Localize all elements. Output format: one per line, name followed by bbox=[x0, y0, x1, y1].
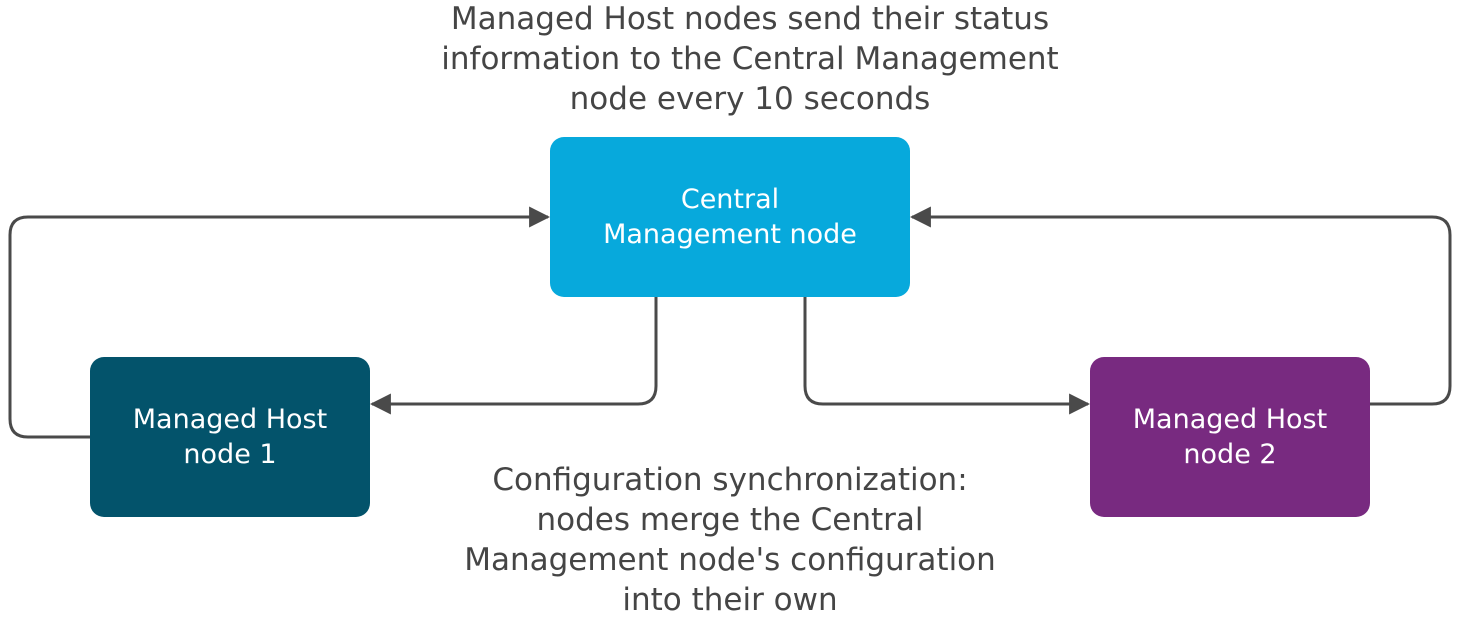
status-caption-line: Managed Host nodes send their status bbox=[450, 1, 1050, 37]
sync-caption: Configuration synchronization: nodes mer… bbox=[400, 460, 1060, 620]
host2-label-line: Managed Host bbox=[1132, 404, 1328, 435]
arrow-central-to-host2 bbox=[803, 297, 1091, 415]
managed-host-node-1: Managed Host node 1 bbox=[90, 357, 370, 517]
host1-label-line: Managed Host bbox=[132, 404, 328, 435]
sync-caption-line: Configuration synchronization: bbox=[492, 462, 968, 498]
host2-label-line: node 2 bbox=[1183, 439, 1277, 470]
central-node-label-line: Central bbox=[680, 184, 780, 215]
status-caption-line: information to the Central Management bbox=[441, 41, 1059, 77]
managed-host-node-2: Managed Host node 2 bbox=[1090, 357, 1370, 517]
status-caption: Managed Host nodes send their status inf… bbox=[380, 0, 1120, 119]
host1-label-line: node 1 bbox=[183, 439, 277, 470]
sync-caption-line: into their own bbox=[622, 582, 838, 618]
central-node-label-line: Management node bbox=[603, 219, 857, 250]
central-management-node: Central Management node bbox=[550, 137, 910, 297]
arrow-host2-to-central bbox=[909, 206, 1452, 406]
sync-caption-line: nodes merge the Central bbox=[536, 502, 924, 538]
sync-caption-line: Management node's configuration bbox=[464, 542, 996, 578]
status-caption-line: node every 10 seconds bbox=[569, 81, 931, 117]
arrow-host1-to-central bbox=[8, 206, 551, 439]
arrow-central-to-host1 bbox=[369, 297, 658, 415]
